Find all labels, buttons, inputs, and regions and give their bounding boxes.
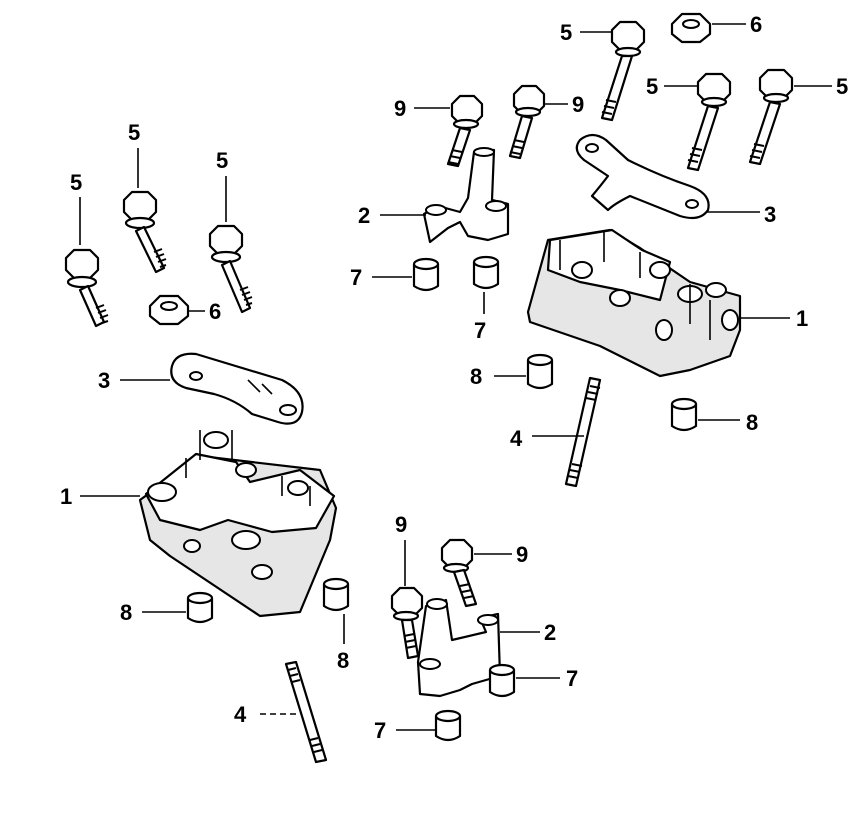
collar-7-top-a <box>412 257 440 292</box>
callout-7: 7 <box>566 666 578 691</box>
callout-5: 5 <box>70 170 82 195</box>
callout-3: 3 <box>98 368 110 393</box>
callout-5: 5 <box>560 20 572 45</box>
collar-7-top-b <box>472 255 500 290</box>
flange-bolt-9-top-b <box>508 84 546 160</box>
callout-7: 7 <box>374 718 386 743</box>
rocker-plate-3-right <box>575 133 710 220</box>
stud-bolt-4-right <box>564 376 602 488</box>
collar-7-bottom-a <box>488 663 516 698</box>
callout-3: 3 <box>764 202 776 227</box>
flange-bolt-9-bottom-b <box>440 538 478 608</box>
callout-6: 6 <box>750 12 762 37</box>
callout-9: 9 <box>572 92 584 117</box>
callout-1: 1 <box>60 484 72 509</box>
stud-bolt-4-left <box>284 660 328 764</box>
rocker-shaft-2-bottom <box>416 598 502 698</box>
callout-9: 9 <box>394 96 406 121</box>
flange-bolt-5-right-b <box>686 72 732 172</box>
dowel-pin-8-left-b <box>322 577 350 612</box>
callout-7: 7 <box>350 265 362 290</box>
callout-5: 5 <box>216 148 228 173</box>
callout-2: 2 <box>358 203 370 228</box>
callout-8: 8 <box>470 364 482 389</box>
flange-bolt-5-left-c <box>208 224 253 314</box>
callout-4: 4 <box>234 702 247 727</box>
flange-bolt-9-bottom-a <box>390 586 424 660</box>
callout-9: 9 <box>395 512 407 537</box>
callout-1: 1 <box>796 306 808 331</box>
rocker-arm-holder-1-right <box>526 228 742 378</box>
flange-nut-6-left <box>148 294 190 326</box>
dowel-pin-8-left-a <box>186 591 214 624</box>
callout-5: 5 <box>646 74 658 99</box>
flange-bolt-5-right-a <box>600 20 646 122</box>
flange-bolt-5-left-b <box>122 190 167 274</box>
collar-7-bottom-b <box>434 709 462 742</box>
rocker-plate-3-left <box>170 352 304 425</box>
callout-5: 5 <box>836 74 848 99</box>
flange-nut-6-right <box>670 12 712 44</box>
callout-8: 8 <box>746 410 758 435</box>
callout-7: 7 <box>474 318 486 343</box>
dowel-pin-8-right-a <box>526 353 554 390</box>
callout-8: 8 <box>337 648 349 673</box>
callout-9: 9 <box>516 542 528 567</box>
callout-8: 8 <box>120 600 132 625</box>
callout-2: 2 <box>544 620 556 645</box>
rocker-shaft-2-top <box>422 147 510 244</box>
callout-6: 6 <box>209 299 221 324</box>
rocker-arm-holder-1-left <box>138 430 338 618</box>
callout-4: 4 <box>510 426 523 451</box>
dowel-pin-8-right-b <box>670 397 698 432</box>
flange-bolt-5-right-c <box>748 68 794 166</box>
flange-bolt-5-left-a <box>64 248 109 328</box>
flange-bolt-9-top-a <box>446 94 484 168</box>
callout-5: 5 <box>128 120 140 145</box>
